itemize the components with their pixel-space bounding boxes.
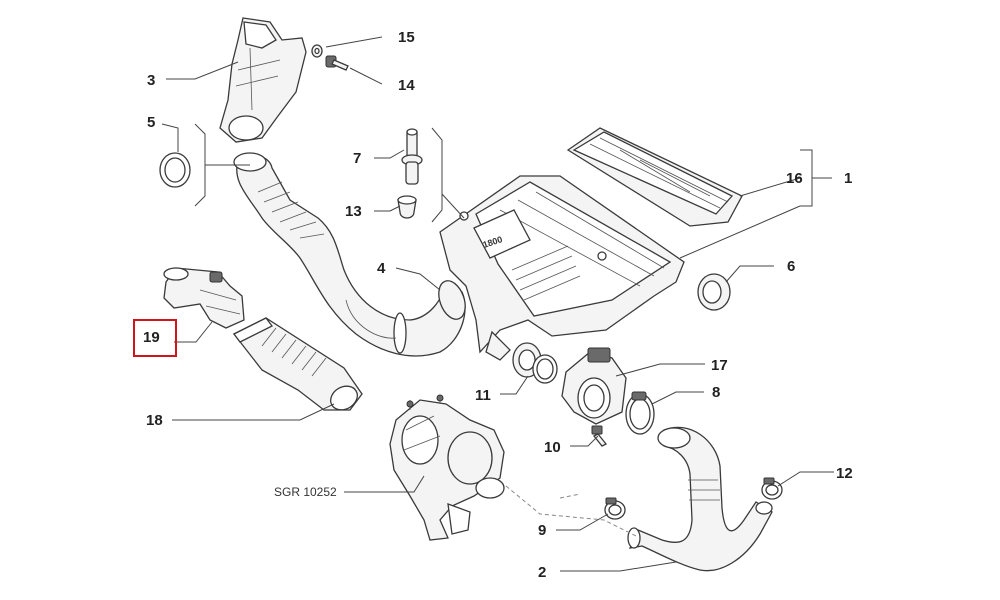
part-16-air-filter	[566, 127, 743, 227]
leader-lines	[161, 36, 834, 572]
bracket-7-13	[431, 127, 443, 223]
part-12-clamp	[761, 477, 783, 500]
callout-5: 5	[147, 114, 155, 131]
part-3-intake-funnel	[219, 17, 307, 143]
part-19-elbow	[163, 267, 245, 329]
callout-18: 18	[146, 412, 163, 429]
part-11-seal-ring	[512, 342, 558, 384]
callout-4: 4	[377, 260, 386, 277]
callout-13: 13	[345, 203, 362, 220]
callout-15: 15	[398, 29, 415, 46]
highlight-box-19	[133, 319, 177, 357]
connection-dashed-line	[505, 485, 637, 537]
part-17-airflow-meter	[561, 347, 627, 425]
turbocharger-assembly	[389, 394, 505, 541]
part-1-airbox: 1800	[439, 175, 685, 361]
callout-7: 7	[353, 150, 361, 167]
callout-6: 6	[787, 258, 795, 275]
part-4-corrugated-hose	[233, 152, 466, 357]
callout-2: 2	[538, 564, 546, 581]
callout-11: 11	[475, 387, 491, 404]
part-14-15-bolt-washer	[311, 44, 349, 71]
part-10-screw	[591, 425, 608, 447]
callout-14: 14	[398, 77, 415, 94]
callout-3: 3	[147, 72, 155, 89]
part-18-corrugated-hose	[233, 317, 363, 411]
part-8-hose-clamp	[625, 391, 655, 435]
part-6-grommet	[697, 273, 731, 311]
part-2-outlet-hose	[627, 426, 773, 572]
callout-10: 10	[544, 439, 561, 456]
callout-1: 1	[844, 170, 852, 187]
bracket-left-3-5	[194, 123, 206, 207]
callout-8: 8	[712, 384, 720, 401]
callout-labels: 15 14 3 5 7 13 16 1 4 6 17 8 11 10 12 9 …	[143, 29, 853, 581]
callout-17: 17	[711, 357, 728, 374]
part-9-clamp	[604, 497, 626, 520]
callout-9: 9	[538, 522, 546, 539]
callout-12: 12	[836, 465, 853, 482]
callout-16: 16	[786, 170, 803, 187]
part-7-stud-fastener	[401, 128, 423, 185]
callout-19: 19	[143, 329, 160, 346]
part-5-o-ring	[159, 152, 191, 188]
part-13-grommet	[397, 195, 417, 219]
drawing-code-label: SGR 10252	[274, 485, 337, 499]
